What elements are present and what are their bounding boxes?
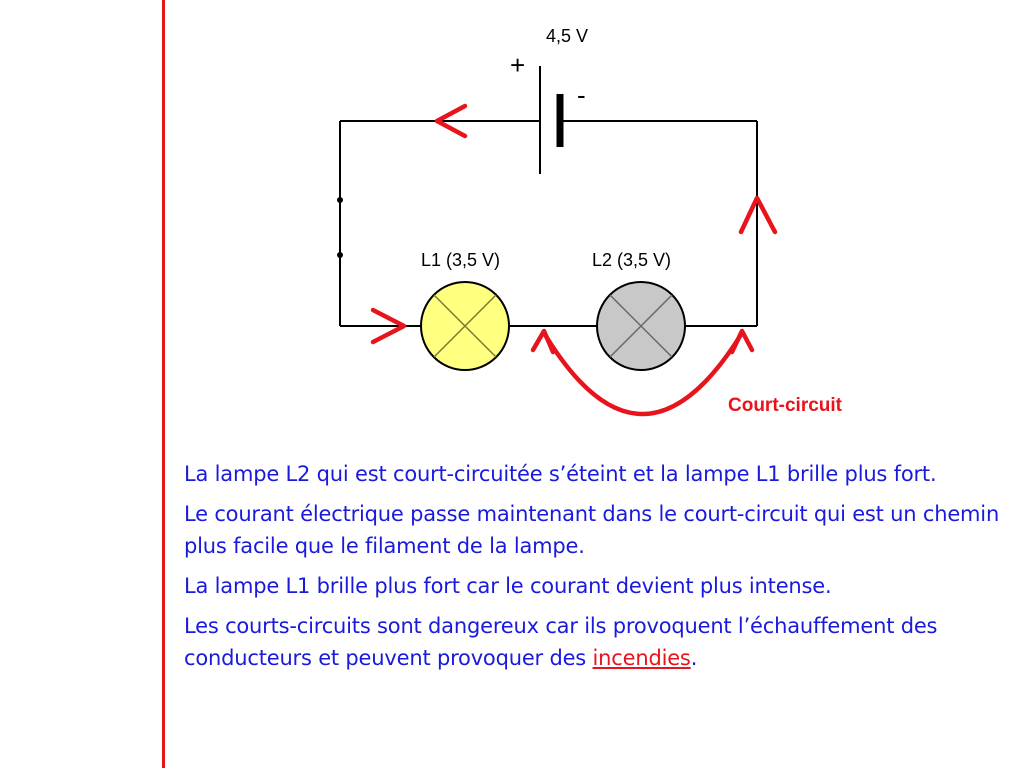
battery-minus-sign: -	[577, 80, 586, 110]
node-dot-lower	[337, 252, 343, 258]
explanation-text: La lampe L2 qui est court-circuitée s’ét…	[184, 458, 1020, 682]
paragraph-danger: Les courts-circuits sont dangereux car i…	[184, 610, 1020, 674]
lamp-l2	[596, 281, 686, 371]
battery-voltage: 4,5 V	[546, 26, 588, 46]
wires	[339, 120, 758, 327]
lamp-l1-cross-b	[433, 294, 497, 358]
current-arrow-top-icon	[434, 103, 468, 139]
paragraph-lamp-l2-off: La lampe L2 qui est court-circuitée s’ét…	[184, 462, 937, 486]
battery-plus-sign: +	[510, 50, 525, 80]
paragraph-danger-text: Les courts-circuits sont dangereux car i…	[184, 614, 938, 670]
incendies-highlight: incendies	[592, 646, 691, 670]
short-circuit-arrow-right-icon	[729, 328, 755, 355]
lamp-l2-label: L2 (3,5 V)	[592, 250, 671, 270]
lamp-l2-cross-b	[609, 294, 673, 358]
battery-symbol	[539, 66, 564, 174]
paragraph-current-path: Le courant électrique passe maintenant d…	[184, 502, 1000, 558]
lamp-l1-label: L1 (3,5 V)	[421, 250, 500, 270]
paragraph-danger-end: .	[690, 646, 698, 670]
short-circuit-label: Court-circuit	[728, 395, 843, 416]
current-arrow-right-icon	[738, 195, 778, 235]
paragraph-lamp-l1-brighter: La lampe L1 brille plus fort car le cour…	[184, 574, 832, 598]
short-circuit-arrow-left-icon	[530, 328, 556, 355]
lamp-l1	[420, 281, 510, 371]
short-circuit-wire	[541, 330, 745, 417]
circuit-diagram: 4,5 V + - L1 (3,5 V) L2 (3,5 V) Court-ci…	[337, 26, 843, 417]
node-dot-upper	[337, 197, 343, 203]
margin-line	[162, 0, 165, 768]
current-arrow-bottom-icon	[370, 307, 407, 345]
